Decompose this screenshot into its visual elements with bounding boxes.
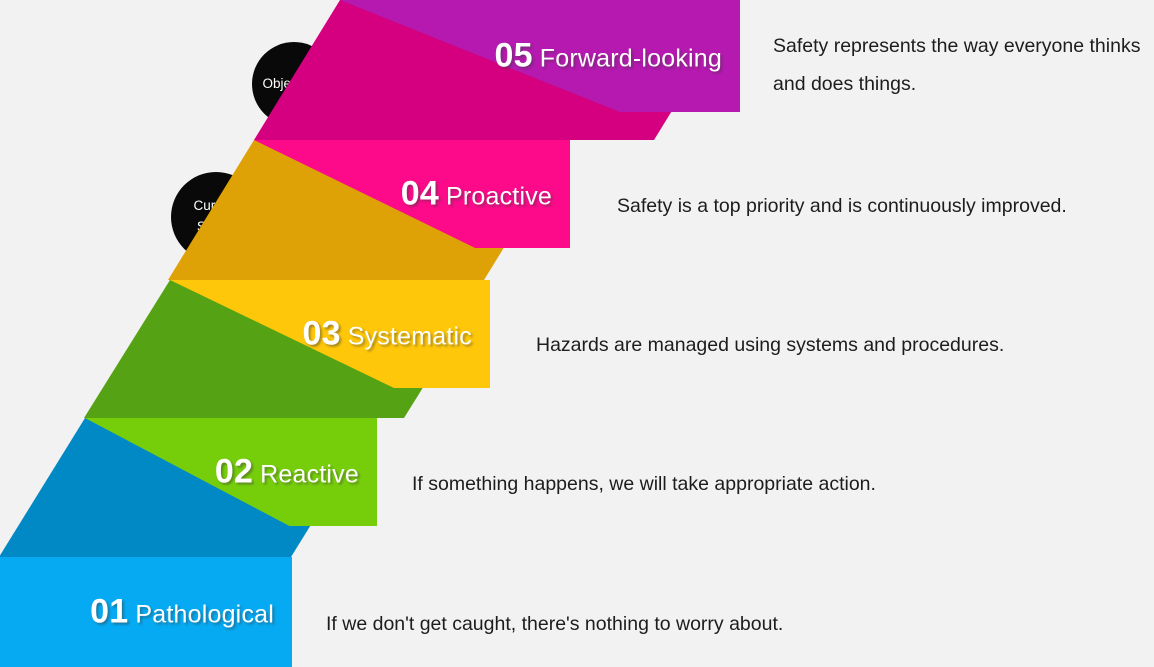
step-name: Reactive	[260, 460, 359, 489]
step-number: 03	[302, 314, 341, 353]
step-description-02: If something happens, we will take appro…	[412, 473, 876, 495]
step-number: 02	[214, 452, 254, 491]
step-name: Forward-looking	[539, 44, 722, 73]
step-number: 05	[494, 36, 533, 75]
step-number: 04	[400, 174, 439, 213]
step-description-05: Safety represents the way everyone think…	[773, 35, 1141, 95]
step-number: 01	[90, 592, 129, 631]
step-description-03: Hazards are managed using systems and pr…	[536, 334, 1005, 356]
step-name: Pathological	[135, 600, 274, 629]
step-name: Systematic	[347, 322, 472, 351]
step-description-04: Safety is a top priority and is continuo…	[617, 195, 1067, 217]
step-description-01: If we don't get caught, there's nothing …	[326, 613, 784, 635]
step-name: Proactive	[445, 182, 552, 211]
